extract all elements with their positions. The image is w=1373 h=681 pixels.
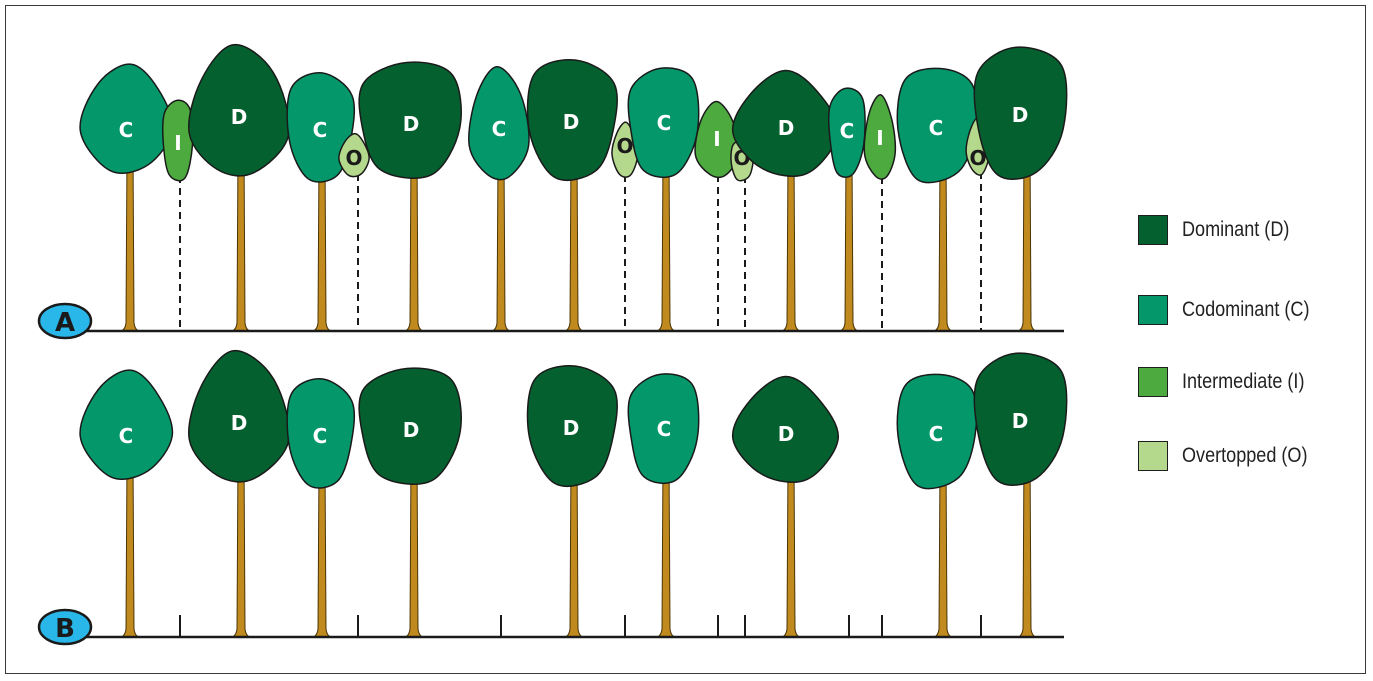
codominant-crown [896, 67, 978, 184]
dominant-crown [358, 61, 462, 179]
codominant-crown [627, 373, 700, 485]
dominant-crown [732, 69, 839, 177]
tree-trunk [656, 150, 676, 332]
legend-swatch [1138, 295, 1168, 325]
panel-b: C D C D D C D C D B [37, 349, 1068, 646]
crown-label: I [174, 131, 181, 155]
crown-label: D [563, 110, 580, 134]
crown-label: C [657, 111, 672, 135]
crown-label: C [840, 119, 855, 143]
crown-label: C [657, 417, 672, 441]
tree-trunk [656, 456, 676, 638]
crown-label: D [778, 422, 795, 446]
crown-label: C [929, 116, 944, 140]
crown-label: D [778, 116, 795, 140]
legend-item-codominant: Codominant (C) [1138, 295, 1330, 325]
tree-trunk [120, 456, 140, 638]
crown-label: C [313, 118, 328, 142]
legend-label: Overtopped (O) [1182, 444, 1308, 467]
tree-trunk [781, 154, 801, 332]
tree-trunk [491, 155, 511, 332]
crown-label: O [616, 134, 633, 158]
legend-item-intermediate: Intermediate (I) [1138, 367, 1324, 397]
crown-label: I [876, 126, 883, 150]
panel-label: A [55, 308, 75, 338]
legend-swatch [1138, 367, 1168, 397]
legend-item-overtopped: Overtopped (O) [1138, 441, 1328, 471]
legend-swatch [1138, 215, 1168, 245]
dominant-crown [973, 46, 1068, 180]
codominant-crown [286, 378, 356, 489]
crown-label: D [403, 112, 420, 136]
crown-label: C [119, 424, 134, 448]
codominant-crown [627, 67, 700, 179]
crown-label: D [1012, 103, 1029, 127]
dominant-crown [526, 58, 618, 181]
legend-label: Codominant (C) [1182, 298, 1310, 321]
panel-badge [37, 608, 93, 646]
crown-label: C [492, 117, 507, 141]
codominant-crown [468, 65, 530, 181]
tree-trunk [120, 150, 140, 332]
tree-trunk [781, 460, 801, 638]
codominant-crown [896, 373, 978, 490]
crown-label: O [345, 146, 362, 170]
panel-label: B [55, 614, 75, 644]
codominant-crown [286, 72, 356, 183]
crown-label: C [929, 422, 944, 446]
legend-label: Intermediate (I) [1182, 370, 1305, 393]
crown-label: D [403, 418, 420, 442]
tree-trunk [839, 155, 859, 332]
codominant-crown [827, 87, 866, 178]
dominant-crown [732, 375, 839, 483]
dominant-crown [188, 349, 291, 483]
panel-badge [37, 302, 93, 340]
crown-label: D [563, 416, 580, 440]
crown-label: I [713, 127, 720, 151]
crown-label: D [231, 411, 248, 435]
dominant-crown [973, 352, 1068, 486]
codominant-crown [79, 63, 174, 174]
dominant-crown [358, 367, 462, 485]
dominant-crown [526, 364, 618, 487]
overtopped-crown [338, 132, 370, 178]
crown-label: C [313, 424, 328, 448]
intermediate-crown [863, 94, 897, 180]
figure-border [5, 5, 1366, 674]
crown-label: D [231, 105, 248, 129]
codominant-crown [79, 369, 174, 480]
dominant-crown [188, 43, 291, 177]
crown-label: C [119, 118, 134, 142]
legend-label: Dominant (D) [1182, 218, 1290, 241]
legend-item-dominant: Dominant (D) [1138, 215, 1307, 245]
crown-label: D [1012, 409, 1029, 433]
crown-label: O [969, 146, 986, 170]
legend-swatch [1138, 441, 1168, 471]
